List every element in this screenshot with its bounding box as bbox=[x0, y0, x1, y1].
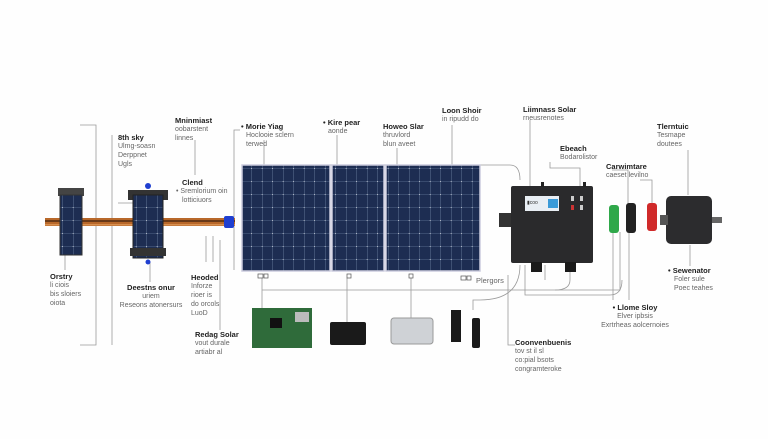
green-connector bbox=[609, 205, 619, 233]
left-panel-module bbox=[58, 188, 84, 256]
combiner-module bbox=[128, 183, 168, 265]
motor-generator bbox=[660, 196, 722, 244]
plug-1 bbox=[451, 310, 461, 342]
black-connector bbox=[626, 203, 636, 233]
blue-connector bbox=[224, 216, 234, 228]
inverter bbox=[499, 182, 593, 272]
red-connector bbox=[647, 203, 657, 231]
inverter-display: ▮coo bbox=[527, 200, 538, 206]
solar-panel-2 bbox=[331, 164, 385, 272]
circuit-board bbox=[252, 308, 312, 348]
solar-panel-3 bbox=[385, 164, 481, 272]
leader-lines bbox=[64, 120, 691, 346]
solar-panel-1 bbox=[241, 164, 331, 272]
label-plergors: Plergors bbox=[476, 276, 504, 285]
black-chip-module bbox=[330, 322, 366, 345]
junction-box bbox=[390, 317, 434, 345]
plug-2 bbox=[472, 318, 480, 348]
